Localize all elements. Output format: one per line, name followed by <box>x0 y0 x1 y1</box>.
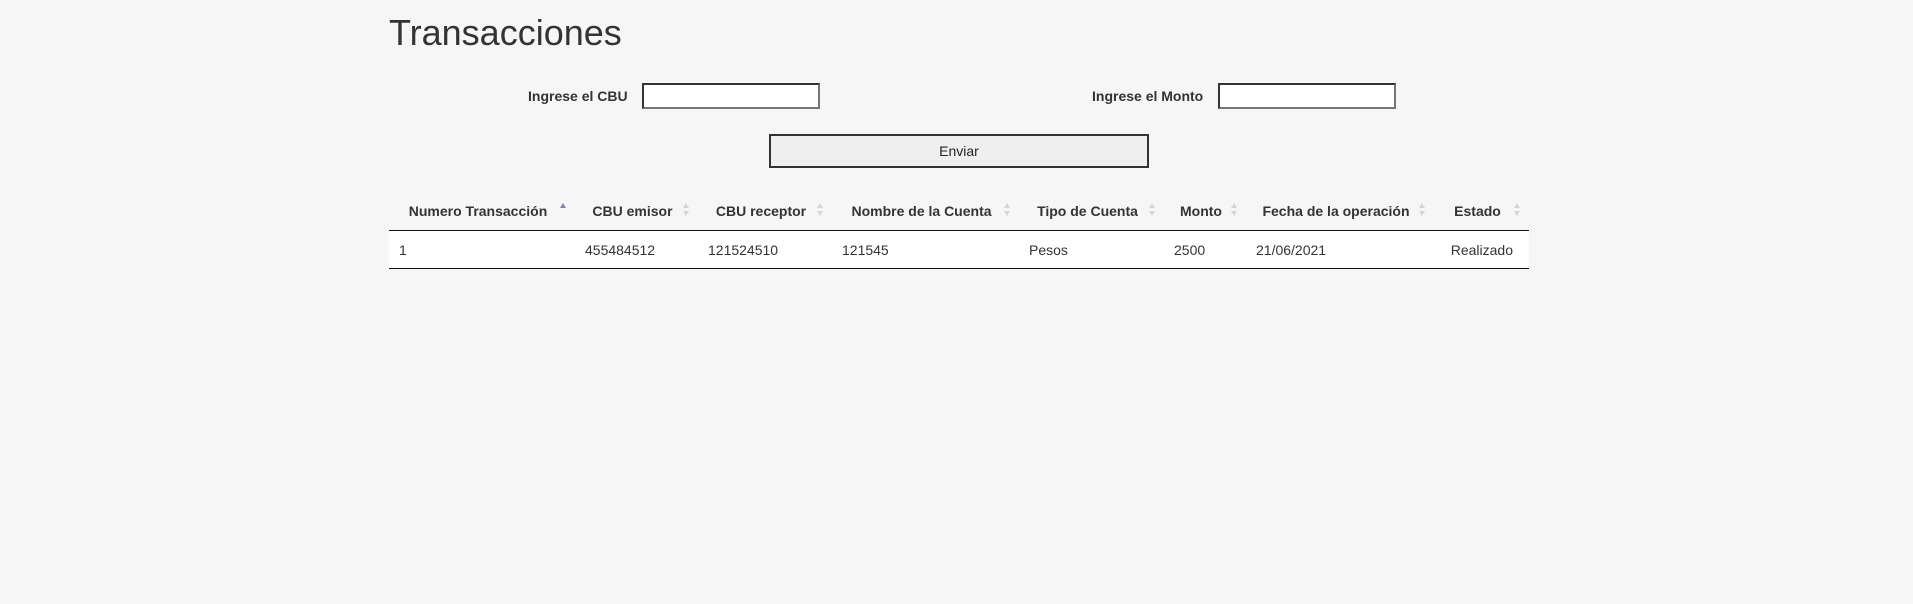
sort-icon <box>683 203 690 217</box>
cell-nombre-cuenta: 121545 <box>832 230 1019 269</box>
column-header-cbu-emisor[interactable]: CBU emisor <box>575 192 698 231</box>
sort-icon <box>1004 203 1011 217</box>
column-header-numero-transaccion[interactable]: Numero Transacción <box>389 192 575 231</box>
send-button[interactable]: Enviar <box>769 134 1149 168</box>
cell-estado: Realizado <box>1434 230 1529 269</box>
sort-icon <box>817 203 824 217</box>
cbu-input[interactable] <box>642 83 820 109</box>
cell-fecha-operacion: 21/06/2021 <box>1246 230 1434 269</box>
column-header-label: Estado <box>1454 203 1501 219</box>
cell-cbu-receptor: 121524510 <box>698 230 832 269</box>
sort-icon <box>1514 203 1521 217</box>
monto-label: Ingrese el Monto <box>1092 88 1204 104</box>
cell-monto: 2500 <box>1164 230 1246 269</box>
column-header-cbu-receptor[interactable]: CBU receptor <box>698 192 832 231</box>
sort-icon <box>1149 203 1156 217</box>
column-header-label: CBU emisor <box>592 203 673 219</box>
column-header-label: Monto <box>1180 203 1222 219</box>
column-header-label: Fecha de la operación <box>1262 203 1410 219</box>
column-header-tipo-cuenta[interactable]: Tipo de Cuenta <box>1019 192 1164 231</box>
column-header-estado[interactable]: Estado <box>1434 192 1529 231</box>
cell-tipo-cuenta: Pesos <box>1019 230 1164 269</box>
table-row: 1 455484512 121524510 121545 Pesos 2500 … <box>389 230 1529 269</box>
page-title: Transacciones <box>389 12 622 53</box>
cell-numero-transaccion: 1 <box>389 230 575 269</box>
sort-icon <box>1231 203 1238 217</box>
cbu-label: Ingrese el CBU <box>528 88 628 104</box>
column-header-label: Tipo de Cuenta <box>1037 203 1138 219</box>
column-header-label: Numero Transacción <box>408 203 548 219</box>
sort-ascending-icon <box>560 203 567 217</box>
column-header-monto[interactable]: Monto <box>1164 192 1246 231</box>
table-header-row: Numero Transacción CBU emisor CBU recept… <box>389 192 1529 231</box>
column-header-fecha-operacion[interactable]: Fecha de la operación <box>1246 192 1434 231</box>
column-header-label: CBU receptor <box>715 203 807 219</box>
monto-input[interactable] <box>1218 83 1396 109</box>
sort-icon <box>1419 203 1426 217</box>
column-header-label: Nombre de la Cuenta <box>851 203 992 219</box>
cell-cbu-emisor: 455484512 <box>575 230 698 269</box>
transaction-form: Ingrese el CBU Ingrese el Monto <box>389 83 1529 109</box>
column-header-nombre-cuenta[interactable]: Nombre de la Cuenta <box>832 192 1019 231</box>
transactions-table: Numero Transacción CBU emisor CBU recept… <box>389 192 1529 269</box>
